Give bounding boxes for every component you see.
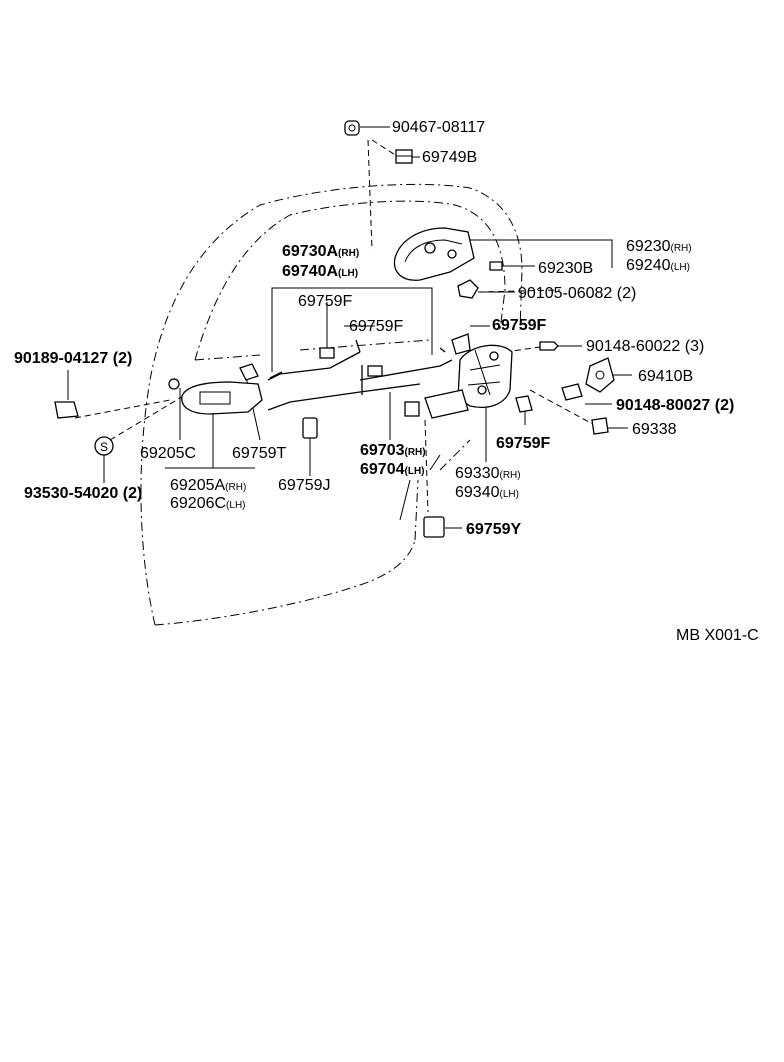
striker-69410B[interactable] xyxy=(585,357,615,393)
part-labels: 90467-08117 69749B 69730A(RH) 69740A(LH)… xyxy=(14,119,759,644)
label-90467-08117: 90467-08117 xyxy=(392,119,485,136)
clip-69759F-lower[interactable] xyxy=(515,395,533,413)
label-69704: 69704(LH) xyxy=(360,461,425,478)
label-69330: 69330(RH) xyxy=(455,465,521,482)
label-90148-80027: 90148-80027 (2) xyxy=(616,397,734,414)
label-69740A: 69740A(LH) xyxy=(282,263,358,280)
clip-69759T[interactable] xyxy=(239,363,259,381)
diagram-code: MB X001-C xyxy=(676,627,759,644)
label-90148-60022: 90148-60022 (3) xyxy=(586,338,704,355)
rods xyxy=(267,339,453,411)
clip-69759F-mid[interactable] xyxy=(451,333,471,355)
label-69703: 69703(RH) xyxy=(360,442,426,459)
label-69759T: 69759T xyxy=(232,445,286,462)
label-90105-06082: 90105-06082 (2) xyxy=(518,285,636,302)
door-outline xyxy=(140,183,523,626)
screw-69230B[interactable] xyxy=(489,261,503,271)
screw-90148-60022[interactable] xyxy=(539,341,559,351)
seal-93530[interactable]: S xyxy=(94,436,114,456)
label-69230: 69230(RH) xyxy=(626,238,692,255)
label-69759J: 69759J xyxy=(278,477,331,494)
outside-handle-69230[interactable] xyxy=(393,227,475,281)
clip-90189[interactable] xyxy=(54,401,79,419)
label-69206C: 69206C(LH) xyxy=(170,495,246,512)
label-69759F-a: 69759F xyxy=(298,293,352,310)
seal-s-mark: S xyxy=(100,440,108,454)
inside-handle-69205[interactable] xyxy=(168,378,263,415)
label-69340: 69340(LH) xyxy=(455,484,519,501)
label-90189-04127: 90189-04127 (2) xyxy=(14,350,132,367)
label-69240: 69240(LH) xyxy=(626,257,690,274)
label-69410B: 69410B xyxy=(638,368,693,385)
label-93530-54020: 93530-54020 (2) xyxy=(24,485,142,502)
label-69749B: 69749B xyxy=(422,149,477,166)
label-69205C: 69205C xyxy=(140,445,196,462)
leader-lines xyxy=(67,126,632,529)
door-lock-69330[interactable] xyxy=(404,344,513,419)
label-69759Y: 69759Y xyxy=(466,521,521,538)
clip-69759Y[interactable] xyxy=(423,516,445,538)
screw-90467[interactable] xyxy=(344,120,360,136)
label-69205A: 69205A(RH) xyxy=(170,477,246,494)
clip-69759J[interactable] xyxy=(302,417,318,439)
label-69230B: 69230B xyxy=(538,260,593,277)
label-69759F-d: 69759F xyxy=(496,435,550,452)
clip-69759F-upper[interactable] xyxy=(319,347,383,377)
screw-90148-80027[interactable] xyxy=(561,383,583,401)
label-69759F-c: 69759F xyxy=(492,317,546,334)
shim-69338[interactable] xyxy=(591,417,609,435)
label-69338: 69338 xyxy=(632,421,677,438)
bolt-90105[interactable] xyxy=(457,279,479,299)
label-69759F-b: 69759F xyxy=(349,318,403,335)
label-69730A: 69730A(RH) xyxy=(282,243,359,260)
clip-69749B[interactable] xyxy=(395,149,413,164)
